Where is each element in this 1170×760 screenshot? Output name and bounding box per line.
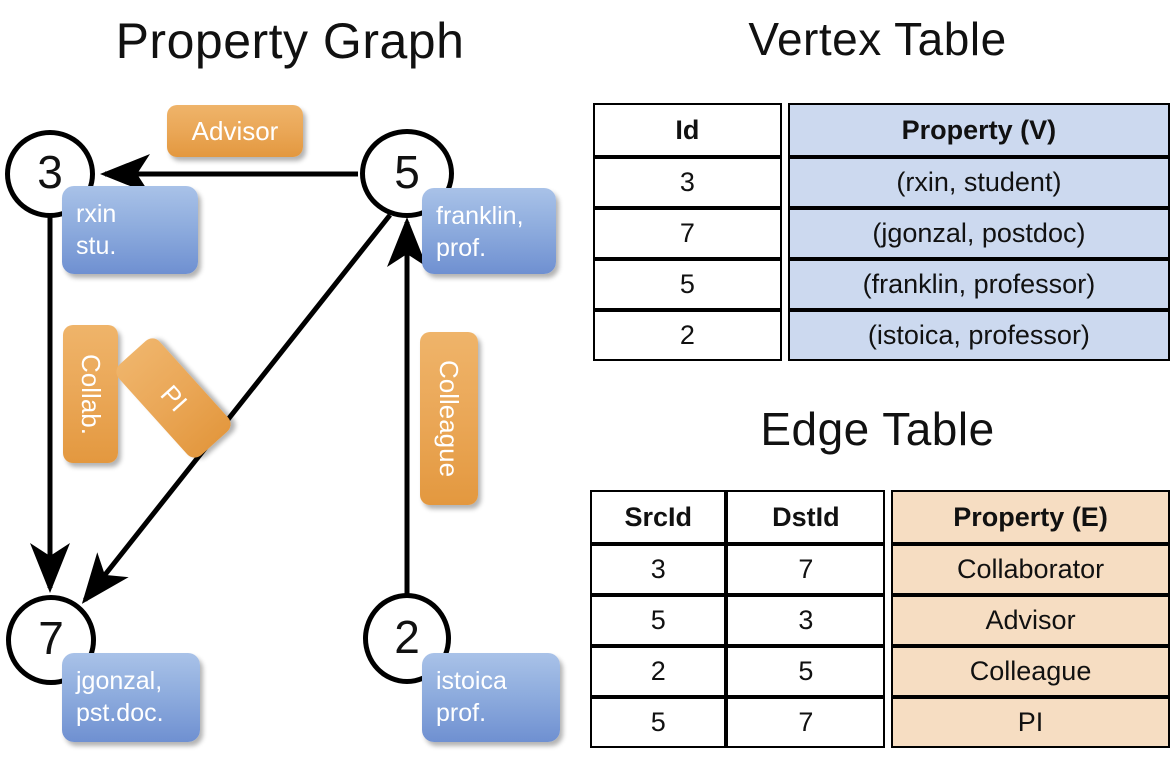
vertex-cell-property: (jgonzal, postdoc) [787, 208, 1170, 259]
edge-cell-property: Colleague [891, 646, 1170, 697]
edge-table: SrcId DstId Property (E) 3 7 Collaborato… [590, 490, 1170, 748]
vertex-table-col-property: Property (V) [787, 103, 1170, 157]
graph-node-7-label: 7 [38, 612, 64, 664]
edge-table-header-row: SrcId DstId Property (E) [590, 490, 1170, 544]
table-row[interactable]: 5 7 PI [590, 697, 1170, 748]
vertex-box-role: stu. [76, 232, 117, 260]
edge-cell-property: PI [891, 697, 1170, 748]
vertex-table-column-gap [781, 259, 788, 310]
graph-node-2-label: 2 [394, 610, 420, 663]
vertex-box-name: istoica [436, 667, 507, 695]
vertex-cell-id: 2 [593, 310, 782, 361]
edge-cell-srcid: 5 [590, 595, 727, 646]
graph-node-5-label: 5 [394, 145, 420, 198]
vertex-cell-id: 7 [593, 208, 782, 259]
vertex-property-box-istoica[interactable]: istoica prof. [422, 653, 560, 742]
edge-label-collab-text: Collab. [76, 353, 106, 435]
vertex-table-column-gap [781, 208, 788, 259]
edge-cell-dstid: 3 [726, 595, 886, 646]
vertex-box-role: pst.doc. [76, 699, 164, 727]
edge-table-col-property: Property (E) [891, 490, 1170, 544]
vertex-box-name: franklin, [436, 202, 524, 230]
edge-cell-srcid: 5 [590, 697, 727, 748]
graph-node-3-label: 3 [37, 146, 63, 198]
vertex-property-box-franklin[interactable]: franklin, prof. [422, 188, 556, 274]
page-title-edge-table: Edge Table [760, 403, 995, 455]
edge-table-column-gap [885, 490, 892, 544]
property-graph-diagram: 3 5 7 2 rxin stu. franklin, prof. jgonza… [0, 0, 580, 760]
graph-node-5[interactable]: 5 [360, 129, 454, 218]
vertex-box-name: jgonzal, [76, 667, 163, 695]
edge-label-pi-text: PI [154, 378, 194, 417]
vertex-cell-id: 5 [593, 259, 782, 310]
edge-label-advisor-text: Advisor [191, 115, 279, 146]
table-row[interactable]: 7 (jgonzal, postdoc) [593, 208, 1170, 259]
edge-table-column-gap [885, 697, 892, 748]
vertex-table-column-gap [781, 310, 788, 361]
vertex-box-role: prof. [436, 234, 487, 262]
page-title-property-graph: Property Graph [115, 13, 465, 69]
vertex-property-box-jgonzal[interactable]: jgonzal, pst.doc. [62, 653, 200, 742]
vertex-cell-property: (franklin, professor) [787, 259, 1170, 310]
table-row[interactable]: 2 5 Colleague [590, 646, 1170, 697]
vertex-table-col-id: Id [593, 103, 782, 157]
edge-label-colleague-text: Colleague [434, 359, 465, 478]
edge-table-col-srcid: SrcId [590, 490, 727, 544]
table-row[interactable]: 3 (rxin, student) [593, 157, 1170, 208]
table-row[interactable]: 5 (franklin, professor) [593, 259, 1170, 310]
vertex-table-header-row: Id Property (V) [593, 103, 1170, 157]
vertex-table-column-gap [781, 157, 788, 208]
edge-cell-srcid: 3 [590, 544, 727, 595]
graph-node-2[interactable]: 2 [363, 593, 451, 684]
vertex-table-column-gap [781, 103, 788, 157]
table-row[interactable]: 2 (istoica, professor) [593, 310, 1170, 361]
vertex-cell-id: 3 [593, 157, 782, 208]
edge-cell-dstid: 5 [726, 646, 886, 697]
edge-cell-dstid: 7 [726, 697, 886, 748]
vertex-table: Id Property (V) 3 (rxin, student) 7 (jgo… [593, 103, 1170, 361]
vertex-property-box-rxin[interactable]: rxin stu. [62, 186, 198, 274]
edge-cell-property: Advisor [891, 595, 1170, 646]
edge-label-advisor[interactable]: Advisor [167, 105, 303, 157]
vertex-box-name: rxin [76, 200, 117, 228]
table-row[interactable]: 3 7 Collaborator [590, 544, 1170, 595]
page-title-vertex-table: Vertex Table [748, 13, 1007, 65]
edge-table-column-gap [885, 544, 892, 595]
vertex-cell-property: (istoica, professor) [787, 310, 1170, 361]
table-row[interactable]: 5 3 Advisor [590, 595, 1170, 646]
vertex-box-role: prof. [436, 699, 487, 727]
edge-cell-property: Collaborator [891, 544, 1170, 595]
edge-table-col-dstid: DstId [726, 490, 886, 544]
edge-cell-dstid: 7 [726, 544, 886, 595]
graph-edges-svg [30, 154, 427, 604]
edge-table-column-gap [885, 595, 892, 646]
edge-table-column-gap [885, 646, 892, 697]
edge-cell-srcid: 2 [590, 646, 727, 697]
vertex-cell-property: (rxin, student) [787, 157, 1170, 208]
edge-line-pi [81, 213, 392, 604]
edge-label-collab[interactable]: Collab. [63, 325, 118, 463]
edge-label-colleague[interactable]: Colleague [420, 332, 478, 505]
